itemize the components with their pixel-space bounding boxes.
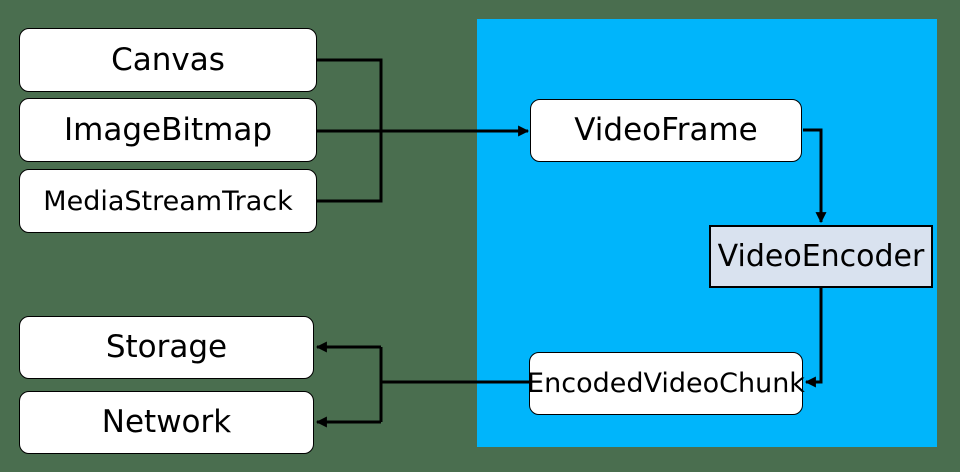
- node-encodedvideochunk-label: EncodedVideoChunk: [527, 368, 805, 399]
- node-mediastreamtrack-label: MediaStreamTrack: [43, 185, 293, 217]
- node-network-label: Network: [101, 404, 232, 440]
- node-storage-label: Storage: [105, 329, 228, 365]
- node-canvas-label: Canvas: [111, 41, 225, 78]
- node-mediastreamtrack: MediaStreamTrack: [19, 169, 317, 233]
- node-videoencoder: VideoEncoder: [709, 225, 933, 288]
- node-videoframe: VideoFrame: [530, 99, 802, 162]
- node-network: Network: [19, 391, 314, 454]
- node-storage: Storage: [19, 316, 314, 379]
- connector-mediastreamtrack-merge: [317, 131, 383, 203]
- node-videoframe-label: VideoFrame: [574, 112, 758, 148]
- connector-canvas-merge: [317, 58, 383, 131]
- node-imagebitmap: ImageBitmap: [19, 98, 317, 162]
- node-videoencoder-label: VideoEncoder: [717, 238, 925, 274]
- node-canvas: Canvas: [19, 28, 317, 92]
- node-encodedvideochunk: EncodedVideoChunk: [527, 352, 805, 415]
- node-imagebitmap-label: ImageBitmap: [64, 111, 272, 148]
